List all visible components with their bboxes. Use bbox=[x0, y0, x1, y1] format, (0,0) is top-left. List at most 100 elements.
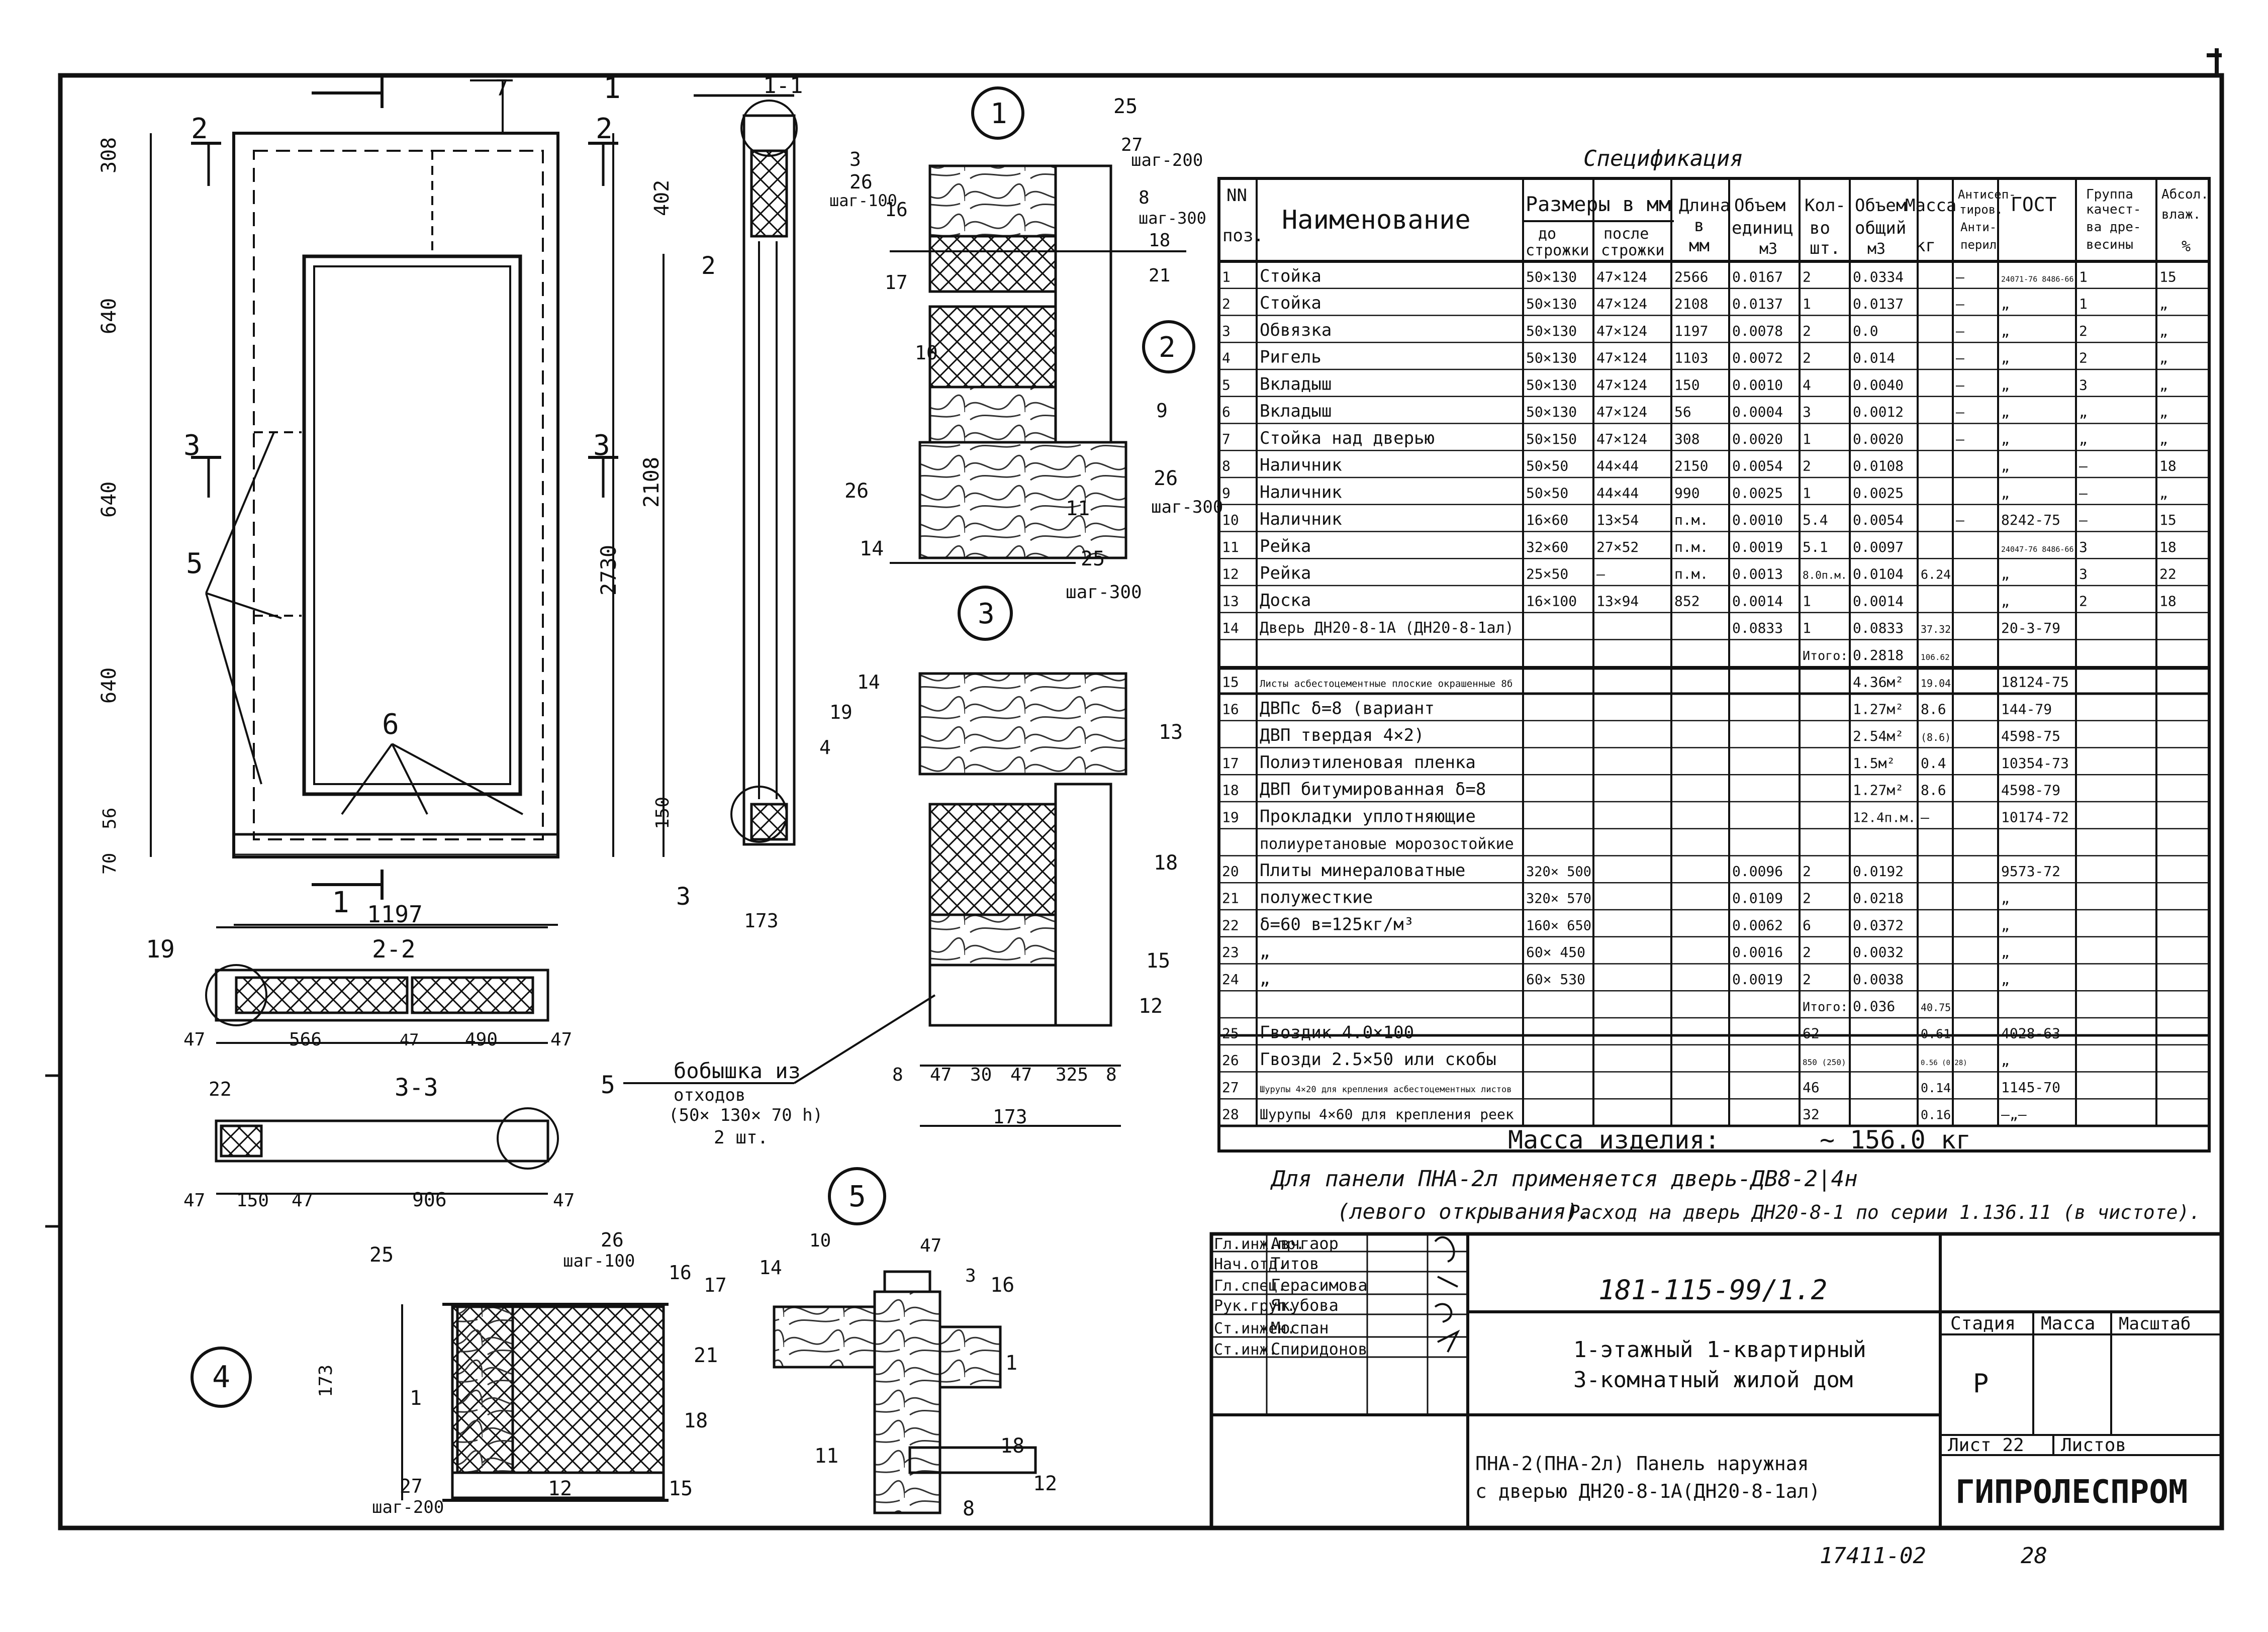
spec-cell: 1103 bbox=[1674, 350, 1708, 366]
spec-cell: 15 bbox=[2159, 512, 2177, 528]
pos-num: 26 bbox=[1154, 467, 1178, 490]
pos-num: 15 bbox=[669, 1477, 693, 1500]
dim-47: 47 bbox=[183, 1190, 205, 1211]
spec-cell: „ bbox=[2001, 350, 2010, 366]
spec-cell: — bbox=[1956, 376, 1964, 393]
spec-cell: 0.0833 bbox=[1853, 620, 1904, 636]
spec-cell: 47×124 bbox=[1596, 404, 1647, 420]
pos-num: 18 bbox=[1154, 851, 1178, 875]
spec-cell: Шурупы 4×20 для крепления асбестоцементн… bbox=[1260, 1085, 1512, 1095]
hdr-group-b: качест- bbox=[2086, 202, 2141, 217]
plan-3-3 bbox=[215, 1107, 559, 1195]
spec-cell: 60× 450 bbox=[1526, 944, 1585, 961]
spec-cell: 50×130 bbox=[1526, 268, 1577, 285]
spec-cell: 6 bbox=[1803, 917, 1811, 933]
spec-cell: Итого: bbox=[1803, 648, 1848, 663]
plan-2-2 bbox=[205, 926, 549, 1044]
spec-cell: 2 bbox=[1803, 350, 1811, 366]
spec-cell: 1 bbox=[1803, 485, 1811, 501]
spec-cell: 50×150 bbox=[1526, 431, 1577, 447]
spec-cell: 1 bbox=[1803, 620, 1811, 636]
spec-cell: (8.6) bbox=[1921, 731, 1951, 743]
pos-num: 14 bbox=[759, 1257, 782, 1279]
step-label: шаг-300 bbox=[1139, 209, 1206, 228]
pos-num: 11 bbox=[1066, 497, 1090, 520]
spec-cell: Рейка bbox=[1260, 536, 1311, 556]
hdr-vtot-c: м3 bbox=[1867, 240, 1885, 258]
dim-566: 566 bbox=[289, 1029, 322, 1050]
mass-value: ~ 156.0 кг bbox=[1820, 1125, 1971, 1155]
spec-cell: 56 bbox=[1674, 404, 1691, 420]
spec-cell: 15 bbox=[1222, 674, 1239, 691]
spec-cell: 12 bbox=[1222, 566, 1239, 583]
spec-cell: Ригель bbox=[1260, 347, 1321, 367]
dim-8: 8 bbox=[892, 1065, 903, 1085]
cut-label-2b: 2 bbox=[596, 113, 613, 145]
spec-cell: 0.0108 bbox=[1853, 458, 1904, 474]
spec-cell: 18 bbox=[1222, 782, 1239, 799]
dim-47: 47 bbox=[292, 1190, 313, 1211]
spec-cell: 0.0032 bbox=[1853, 944, 1904, 961]
stamp-name: Титов bbox=[1271, 1254, 1319, 1273]
pos-num: 10 bbox=[809, 1230, 831, 1251]
spec-cell: 1 bbox=[1803, 431, 1811, 447]
spec-cell: 8242-75 bbox=[2001, 512, 2060, 528]
spec-cell: — bbox=[1956, 431, 1964, 447]
spec-cell: 0.0010 bbox=[1732, 376, 1783, 393]
spec-cell: 16×60 bbox=[1526, 512, 1568, 528]
step-label: шаг-100 bbox=[563, 1251, 635, 1271]
dim-47: 47 bbox=[183, 1029, 205, 1050]
spec-cell: 0.0004 bbox=[1732, 404, 1783, 420]
spec-cell: Плиты минераловатные bbox=[1260, 860, 1465, 881]
pos-num: 14 bbox=[860, 537, 884, 560]
spec-cell: „ bbox=[2001, 1052, 2010, 1069]
spec-cell: 0.14 bbox=[1921, 1081, 1951, 1095]
spec-cell: 0.0097 bbox=[1853, 539, 1904, 555]
pos-num: 47 bbox=[920, 1235, 941, 1256]
spec-cell: 18124-75 bbox=[2001, 674, 2069, 691]
note-line-1: Для панели ПНА-2л применяется дверь-ДВ8-… bbox=[1270, 1166, 1858, 1192]
stamp-name: Спиридонов bbox=[1271, 1339, 1368, 1359]
spec-cell: 50×130 bbox=[1526, 323, 1577, 339]
pos-num: 27 bbox=[1121, 135, 1143, 155]
title-block bbox=[1209, 1232, 2224, 1530]
hdr-qty-a: Кол- bbox=[1805, 196, 1846, 216]
spec-cell: 24047-76 8486-66 bbox=[2001, 545, 2074, 554]
spec-cell: полиуретановые морозостойкие bbox=[1260, 835, 1514, 853]
spec-cell: „ bbox=[2159, 485, 2168, 501]
spec-cell: 47×124 bbox=[1596, 350, 1647, 366]
spec-cell: 0.0078 bbox=[1732, 323, 1783, 339]
stamp-role: Гл.инж.пр. bbox=[1214, 1235, 1305, 1253]
spec-cell: 60× 530 bbox=[1526, 971, 1585, 988]
spec-cell: 2.54м² bbox=[1853, 728, 1904, 744]
spec-cell: 1 bbox=[2079, 296, 2088, 312]
spec-cell: 32×60 bbox=[1526, 539, 1568, 555]
dim-640c: 640 bbox=[98, 667, 121, 704]
spec-cell: 1 bbox=[2079, 268, 2088, 285]
spec-cell: — bbox=[1956, 404, 1964, 420]
spec-cell: „ bbox=[2159, 376, 2168, 393]
step-label: шаг-100 bbox=[829, 191, 897, 210]
spec-cell: 0.0040 bbox=[1853, 376, 1904, 393]
spec-cell: 2 bbox=[1803, 890, 1811, 907]
boss-note-line-a: бобышка из bbox=[674, 1059, 801, 1083]
spec-cell: 8.0п.м. bbox=[1803, 569, 1847, 582]
spec-cell: 0.0096 bbox=[1732, 863, 1783, 880]
spec-cell: п.м. bbox=[1674, 512, 1708, 528]
spec-cell: 6.24 bbox=[1921, 567, 1951, 582]
dim-490: 490 bbox=[465, 1029, 498, 1050]
spec-cell: 144-79 bbox=[2001, 701, 2052, 717]
spec-cell: „ bbox=[2001, 296, 2010, 312]
spec-cell: Полиэтиленовая пленка bbox=[1260, 752, 1476, 773]
spec-cell: Наличник bbox=[1260, 455, 1342, 475]
spec-cell: 0.0 bbox=[1853, 323, 1878, 339]
pos-num: 26 bbox=[844, 479, 869, 503]
spec-cell: — bbox=[2079, 485, 2088, 501]
spec-cell: 2108 bbox=[1674, 296, 1708, 312]
spec-cell: 150 bbox=[1674, 376, 1700, 393]
stage-label: Стадия bbox=[1950, 1313, 2016, 1334]
pos-num: 16 bbox=[669, 1262, 692, 1284]
cut-label-1b: 1 bbox=[332, 885, 349, 919]
spec-cell: 0.2818 bbox=[1853, 647, 1904, 663]
spec-cell: — bbox=[1956, 296, 1964, 312]
